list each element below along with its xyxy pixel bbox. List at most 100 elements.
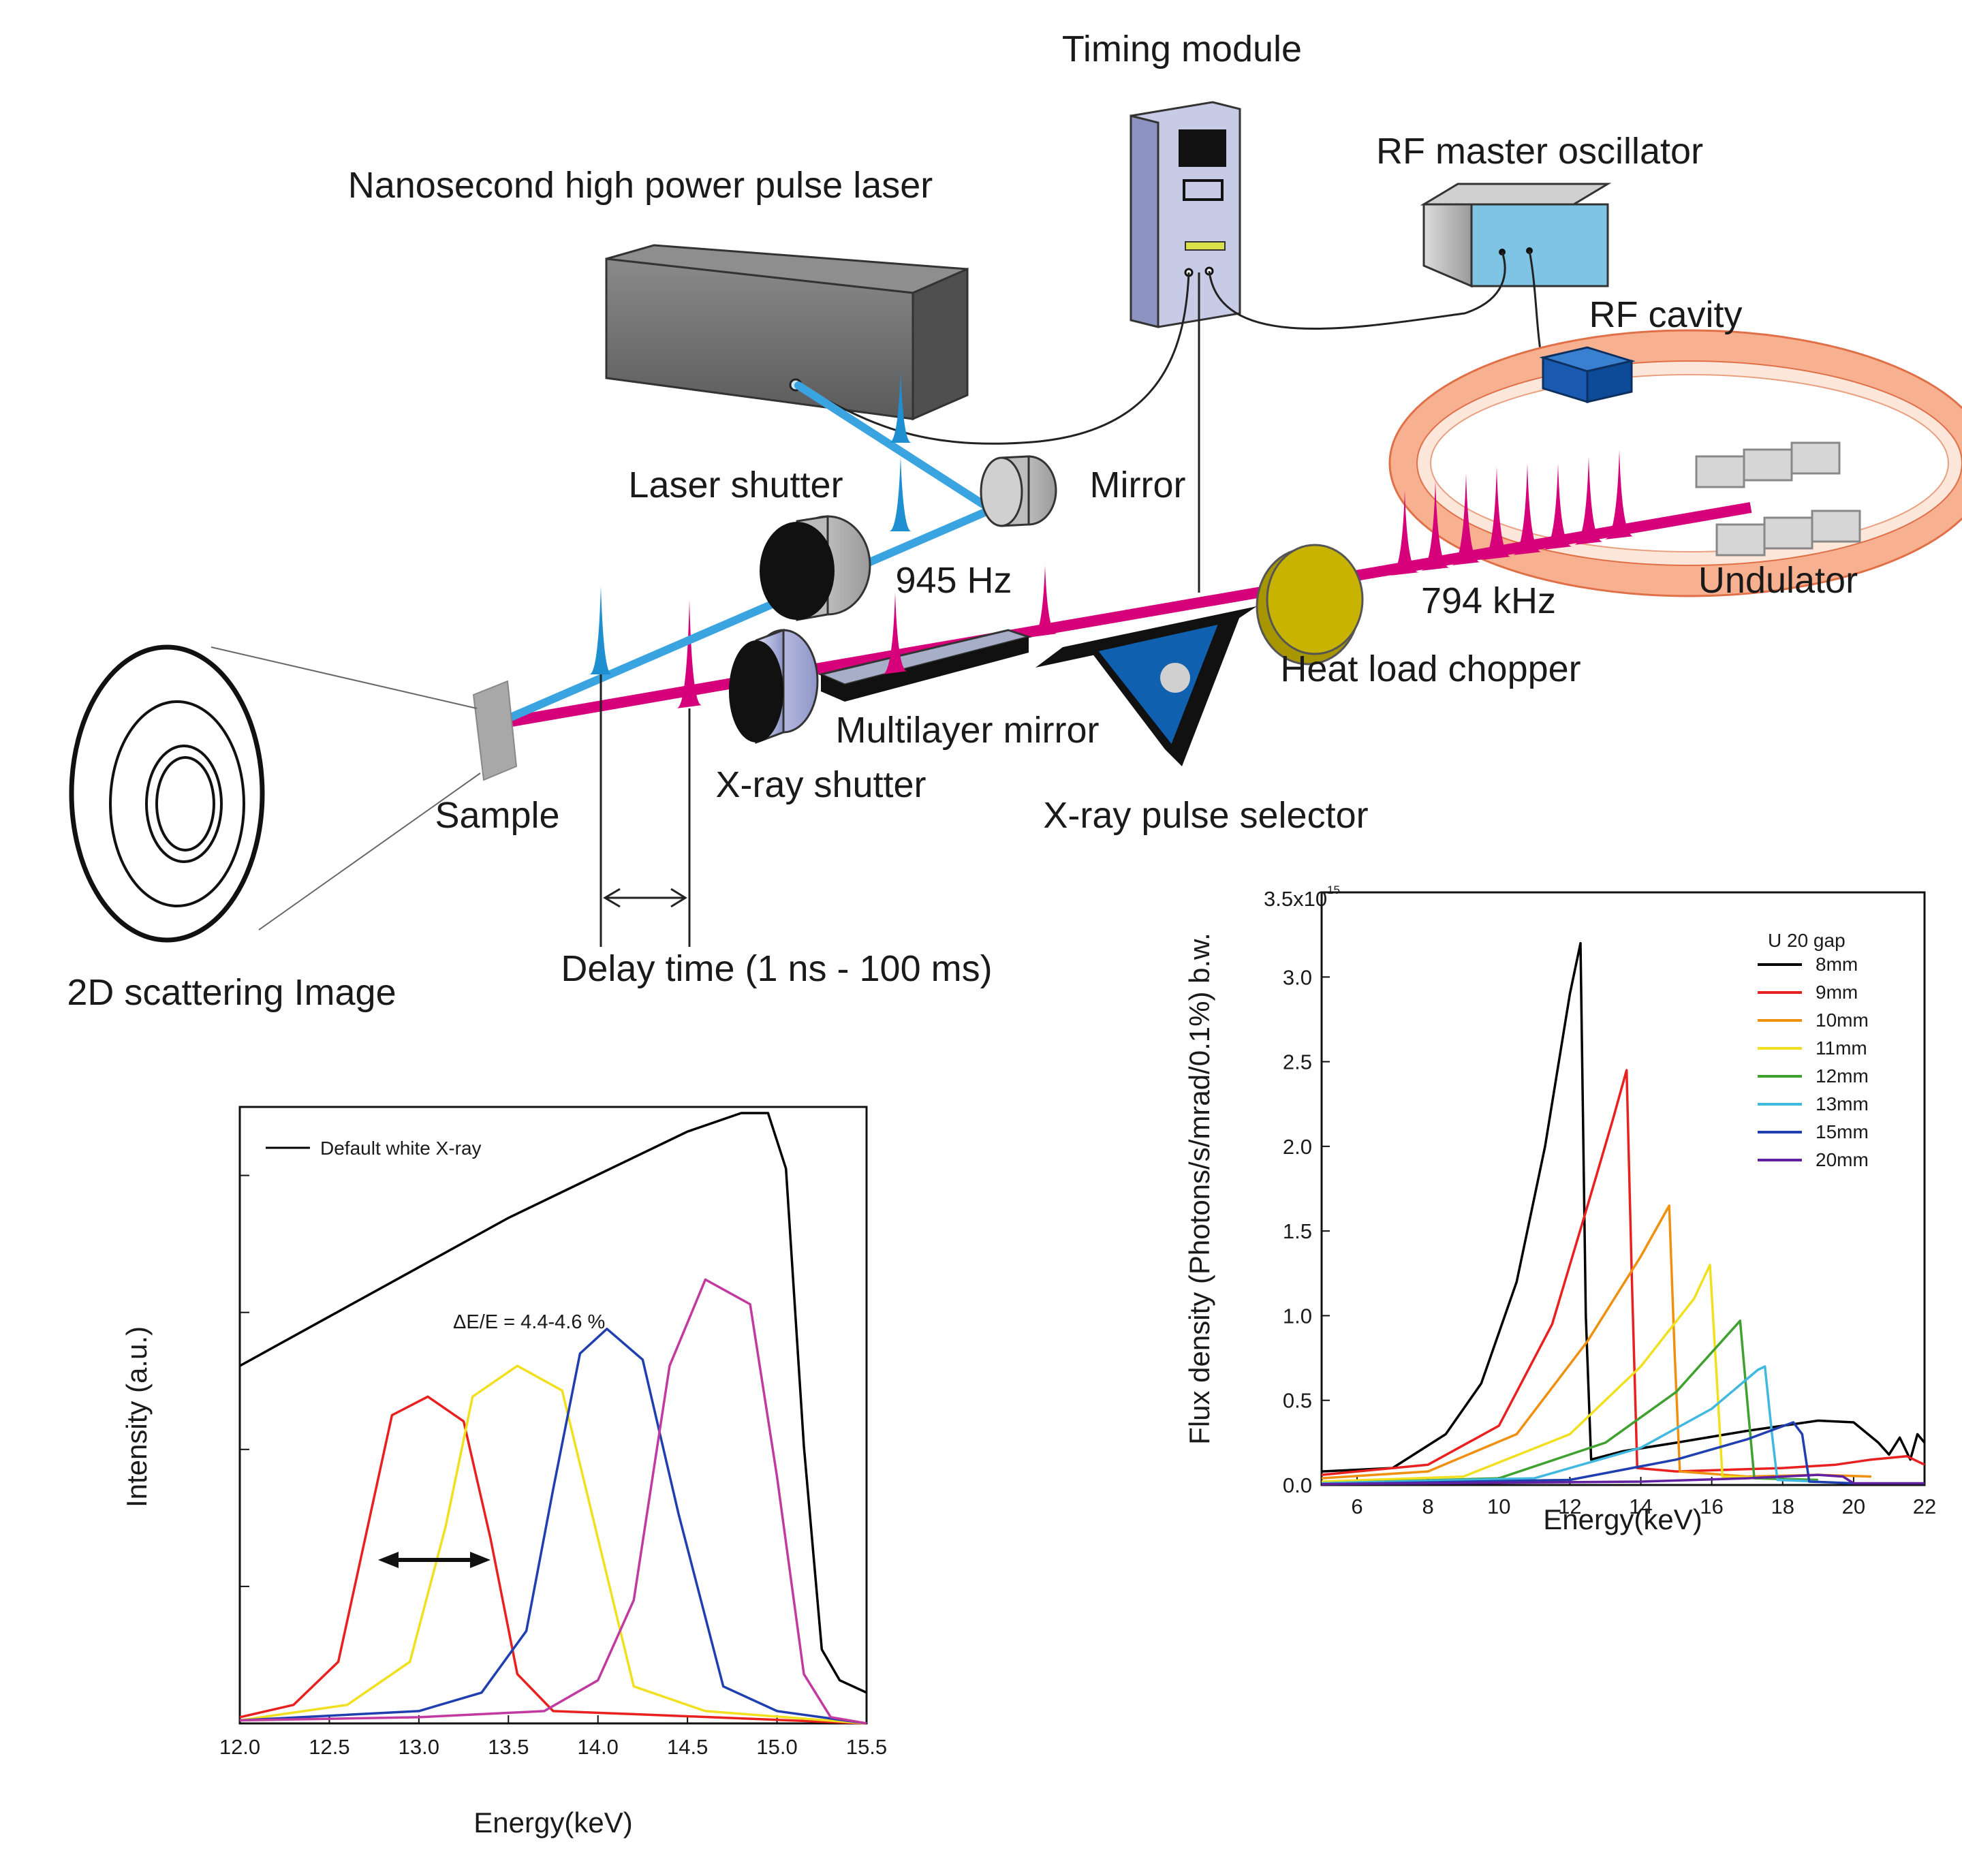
flux-chart-frame — [1320, 891, 1926, 1486]
flux-legend-label: 8mm — [1816, 954, 1858, 975]
intensity-x-tick-label: 14.0 — [578, 1735, 619, 1759]
flux-legend-title: U 20 gap — [1768, 930, 1846, 951]
multilayer-mirror — [818, 629, 1033, 702]
pulse-selector-hub — [1160, 663, 1190, 693]
flux-legend-label: 9mm — [1816, 982, 1858, 1003]
rf-master-oscillator — [1420, 183, 1612, 288]
delta-e-annotation: ΔE/E = 4.4-4.6 % — [453, 1311, 605, 1333]
flux-x-tick-label: 6 — [1351, 1495, 1362, 1518]
flux-series-line — [1321, 1421, 1854, 1486]
flux-x-tick-label: 8 — [1422, 1495, 1434, 1518]
timing-cables — [798, 250, 1542, 593]
xray-beam — [506, 502, 1752, 728]
flux-x-tick-label: 16 — [1700, 1495, 1723, 1518]
flux-series-line — [1321, 1365, 1818, 1485]
flux-y-tick-label: 1.5 — [1283, 1219, 1312, 1243]
label-multilayer-mirror: Multilayer mirror — [835, 710, 1099, 751]
intensity-series-line — [239, 1395, 867, 1725]
label-rf-cavity: RF cavity — [1589, 294, 1742, 335]
intensity-legend: Default white X-ray — [266, 1138, 482, 1159]
intensity-x-tick-label: 15.5 — [846, 1735, 887, 1759]
label-delay-time: Delay time (1 ns - 100 ms) — [561, 948, 992, 989]
flux-y-max-mantissa: 3.5x10 — [1264, 887, 1327, 911]
delay-time-marker — [600, 674, 691, 947]
label-scattering-image: 2D scattering Image — [67, 972, 396, 1013]
flux-density-chart: 6 8 10 12 14 16 18 20 22 0.0 0.5 1.0 1.5 2.0 2.5 3.0 3.… — [1183, 884, 1936, 1535]
heat-load-chopper — [1256, 544, 1364, 666]
flux-legend-label: 20mm — [1816, 1149, 1869, 1170]
flux-series-line — [1321, 1069, 1925, 1476]
sample — [472, 680, 518, 781]
label-laser: Nanosecond high power pulse laser — [348, 165, 933, 206]
label-freq-945: 945 Hz — [895, 560, 1012, 601]
pulse-laser — [605, 244, 969, 421]
flux-y-tick-label: 3.0 — [1283, 965, 1312, 989]
flux-legend-label: 11mm — [1816, 1037, 1867, 1059]
flux-x-tick-label: 14 — [1629, 1495, 1652, 1518]
intensity-x-tick-label: 13.5 — [488, 1735, 529, 1759]
flux-chart-xlabel: Energy(keV) — [1543, 1503, 1702, 1535]
flux-legend-label: 10mm — [1816, 1010, 1869, 1031]
flux-series-line — [1321, 1204, 1871, 1480]
timing-module-display — [1179, 129, 1226, 167]
label-sample: Sample — [435, 795, 559, 836]
intensity-x-tick-label: 14.5 — [667, 1735, 708, 1759]
label-laser-shutter: Laser shutter — [628, 465, 843, 505]
flux-y-tick-label: 0.5 — [1283, 1389, 1312, 1413]
flux-y-tick-label: 2.5 — [1283, 1050, 1312, 1074]
label-xray-shutter: X-ray shutter — [715, 764, 926, 805]
timing-module-panel — [1183, 179, 1224, 201]
laser-shutter — [760, 515, 871, 621]
flux-y-max-exponent: 15 — [1327, 884, 1340, 896]
flux-legend: U 20 gap 8mm 9mm 10mm 11mm 12mm 13mm 15mm 20mm — [1758, 930, 1869, 1170]
flux-y-tick-label: 0.0 — [1283, 1473, 1312, 1497]
intensity-series-line — [239, 1328, 867, 1725]
flux-x-tick-label: 12 — [1558, 1495, 1581, 1518]
flux-chart-ylabel: Flux density (Photons/s/mrad/0.1%) b.w. — [1183, 933, 1215, 1445]
flux-x-tick-label: 18 — [1771, 1495, 1794, 1518]
label-timing-module: Timing module — [1062, 29, 1302, 69]
label-freq-794: 794 kHz — [1421, 580, 1556, 621]
xray-pulse-selector — [1036, 606, 1257, 766]
flux-series-line — [1321, 1264, 1783, 1483]
xray-shutter — [729, 628, 819, 745]
label-xray-pulse-selector: X-ray pulse selector — [1043, 795, 1368, 836]
label-undulator: Undulator — [1698, 560, 1858, 601]
laser-pulses — [589, 371, 912, 674]
timing-module-slot — [1185, 241, 1226, 251]
label-heat-load-chopper: Heat load chopper — [1280, 648, 1580, 689]
fwhm-arrow — [378, 1552, 490, 1568]
flux-series-line — [1321, 941, 1926, 1473]
intensity-x-tick-label: 15.0 — [756, 1735, 797, 1759]
undulator — [1695, 441, 1861, 557]
intensity-x-tick-label: 13.0 — [399, 1735, 439, 1759]
laser-mirror — [980, 455, 1057, 527]
flux-legend-label: 15mm — [1816, 1121, 1869, 1142]
intensity-x-tick-label: 12.0 — [219, 1735, 260, 1759]
flux-legend-label: 12mm — [1816, 1065, 1869, 1086]
flux-x-tick-label: 20 — [1842, 1495, 1865, 1518]
flux-y-tick-label: 1.0 — [1283, 1304, 1312, 1328]
flux-y-tick-label: 2.0 — [1283, 1135, 1312, 1159]
label-rf-master-oscillator: RF master oscillator — [1376, 131, 1703, 172]
intensity-series-line — [239, 1364, 867, 1725]
label-mirror: Mirror — [1090, 465, 1186, 505]
flux-legend-label: 13mm — [1816, 1093, 1869, 1114]
intensity-chart-xlabel: Energy(keV) — [473, 1807, 632, 1839]
flux-series-line — [1321, 1319, 1818, 1485]
xray-pulse-train — [1390, 450, 1634, 576]
flux-x-tick-label: 10 — [1487, 1495, 1510, 1518]
intensity-chart-frame — [238, 1106, 868, 1725]
intensity-chart: 12.0 12.5 13.0 13.5 14.0 14.5 15.0 15.5 Default… — [121, 1106, 887, 1839]
intensity-legend-label: Default white X-ray — [320, 1138, 482, 1159]
timing-module — [1130, 101, 1241, 328]
intensity-series-line — [239, 1278, 867, 1725]
selected-xray-pulses — [676, 565, 1058, 708]
intensity-chart-ylabel: Intensity (a.u.) — [121, 1326, 153, 1507]
intensity-series-line — [239, 1112, 867, 1694]
intensity-x-tick-label: 12.5 — [309, 1735, 349, 1759]
flux-y-max-label: 3.5x10 15 — [1264, 884, 1340, 911]
flux-x-tick-label: 22 — [1913, 1495, 1936, 1518]
flux-series-line — [1321, 1473, 1925, 1486]
